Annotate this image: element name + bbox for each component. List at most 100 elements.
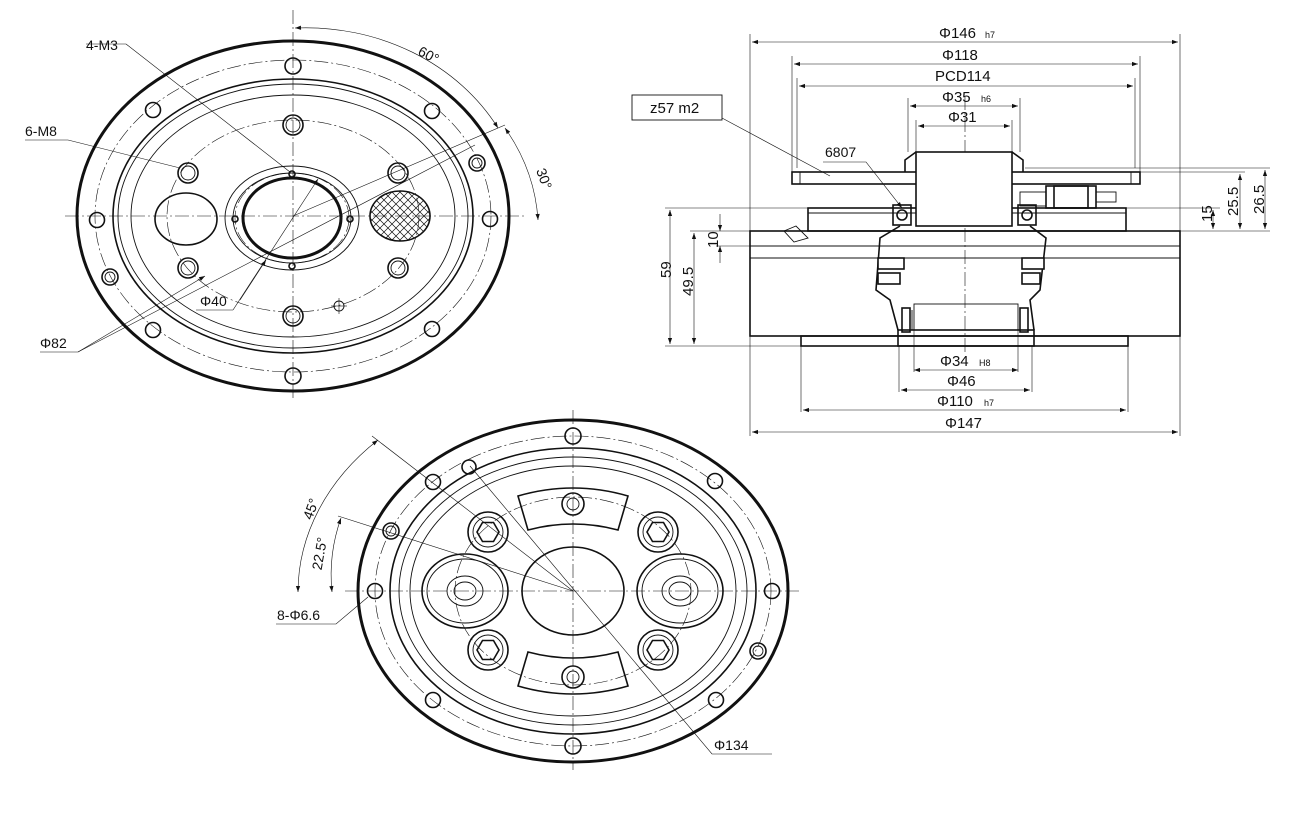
mounting-hole bbox=[564, 427, 582, 445]
m8-hole-thread bbox=[390, 260, 406, 276]
bottom-ring-2 bbox=[398, 456, 748, 726]
top-hub-m3-circle bbox=[234, 172, 350, 264]
top-hub-bore bbox=[241, 176, 343, 260]
boss-left bbox=[421, 553, 509, 629]
label-phi40: Φ40 bbox=[200, 293, 227, 309]
dim-59: 59 bbox=[658, 261, 675, 278]
top-left-bore bbox=[154, 192, 218, 246]
section-view: Φ146 h7 Φ118 PCD114 Φ35 h6 Φ31 z57 m2 68… bbox=[631, 25, 1270, 436]
mounting-hole bbox=[763, 582, 781, 600]
slot-top bbox=[517, 487, 629, 531]
bottom-ring-1 bbox=[389, 447, 757, 735]
m8-hole-thread bbox=[390, 165, 406, 181]
bottom-ring-3 bbox=[409, 465, 737, 717]
top-hub-outer bbox=[224, 165, 360, 271]
top-hub-ring bbox=[232, 172, 352, 264]
flange-hole bbox=[101, 268, 119, 286]
flange-hole bbox=[88, 211, 106, 229]
label-60deg: 60° bbox=[416, 43, 442, 67]
hex-bolts bbox=[467, 511, 679, 671]
label-22-5deg: 22.5° bbox=[309, 536, 330, 571]
mounting-hole bbox=[424, 691, 442, 709]
dim-49-5: 49.5 bbox=[680, 267, 697, 296]
m8-hole bbox=[282, 305, 304, 327]
flange-hole bbox=[144, 321, 162, 339]
flange-hole bbox=[284, 367, 302, 385]
bottom-view: 45° 22.5° 8-Φ6.6 Φ134 bbox=[276, 410, 800, 770]
arc-45deg bbox=[295, 439, 379, 593]
label-45deg: 45° bbox=[300, 496, 322, 521]
hex-bolt bbox=[637, 629, 679, 671]
slot-bottom bbox=[517, 651, 629, 695]
hex-bolt bbox=[467, 629, 509, 671]
m3-hole bbox=[346, 215, 354, 223]
m3-hole bbox=[231, 215, 239, 223]
m8-hole bbox=[387, 257, 409, 279]
dim-10: 10 bbox=[705, 231, 722, 248]
input-shaft bbox=[915, 151, 1013, 227]
label-6-m8: 6-M8 bbox=[25, 123, 57, 139]
arc-60deg bbox=[294, 25, 499, 129]
leader-4-m3 bbox=[86, 43, 291, 173]
flange-hole-inner bbox=[471, 157, 483, 169]
dim-phi146-tol: h7 bbox=[985, 30, 995, 40]
label-gear-z57: z57 m2 bbox=[650, 100, 699, 117]
top-outer-holes bbox=[88, 57, 499, 385]
dim-phi118: Φ118 bbox=[942, 47, 978, 64]
label-30deg: 30° bbox=[533, 166, 555, 191]
m8-hole-thread bbox=[285, 308, 301, 324]
top-inner-ring-3 bbox=[130, 94, 456, 338]
m8-hole bbox=[387, 162, 409, 184]
housing-bottom-spigot bbox=[800, 335, 1129, 347]
boss-right bbox=[636, 553, 724, 629]
dim-phi34-tol: H8 bbox=[979, 358, 991, 368]
section-cut-left bbox=[875, 225, 901, 331]
dim-phi34: Φ34 bbox=[940, 353, 969, 370]
bottom-center-bore bbox=[521, 546, 625, 636]
m8-hole-thread bbox=[180, 260, 196, 276]
mounting-hole bbox=[382, 522, 400, 540]
label-bearing-6807: 6807 bbox=[825, 144, 856, 160]
mounting-hole bbox=[749, 642, 767, 660]
dim-pcd114: PCD114 bbox=[935, 68, 991, 85]
arc-30deg bbox=[504, 127, 540, 221]
label-phi134: Φ134 bbox=[714, 737, 749, 753]
dim-26-5: 26.5 bbox=[1251, 185, 1268, 214]
hex-bolt bbox=[467, 511, 509, 553]
m3-hole bbox=[288, 262, 296, 270]
mounting-hole bbox=[706, 472, 724, 490]
mounting-hole bbox=[424, 473, 442, 491]
dim-phi35: Φ35 bbox=[942, 89, 971, 106]
mounting-hole bbox=[461, 459, 477, 475]
leader-8-phi6-6 bbox=[276, 596, 369, 625]
gear-label-box bbox=[631, 94, 723, 121]
dim-phi31: Φ31 bbox=[948, 109, 977, 126]
mounting-hole bbox=[707, 691, 725, 709]
top-m3-holes bbox=[231, 170, 354, 270]
flange-hole bbox=[481, 210, 499, 228]
m3-hole bbox=[288, 170, 296, 178]
top-inner-ring-2 bbox=[117, 83, 469, 349]
m8-hole bbox=[177, 162, 199, 184]
label-phi82: Φ82 bbox=[40, 335, 67, 351]
arc-22-5deg bbox=[329, 517, 342, 593]
flange-hole bbox=[423, 320, 441, 338]
top-inner-ring-1 bbox=[112, 78, 474, 354]
dim-phi146: Φ146 bbox=[939, 25, 976, 42]
dim-phi147: Φ147 bbox=[945, 415, 982, 432]
section-cut-right bbox=[1029, 225, 1047, 331]
dim-phi110: Φ110 bbox=[937, 393, 973, 410]
flange-hole-inner bbox=[104, 271, 116, 283]
dim-phi35-tol: h6 bbox=[981, 94, 991, 104]
flange-hole bbox=[468, 154, 486, 172]
bottom-outer-holes bbox=[366, 427, 781, 755]
bearing-6807 bbox=[892, 204, 1037, 226]
leader-phi134 bbox=[469, 465, 772, 755]
m8-hole bbox=[177, 257, 199, 279]
flange-hole bbox=[144, 101, 162, 119]
top-knurled-pinion bbox=[369, 190, 431, 242]
dim-phi46: Φ46 bbox=[947, 373, 976, 390]
dim-phi110-tol: h7 bbox=[984, 398, 994, 408]
hex-bolt bbox=[637, 511, 679, 553]
